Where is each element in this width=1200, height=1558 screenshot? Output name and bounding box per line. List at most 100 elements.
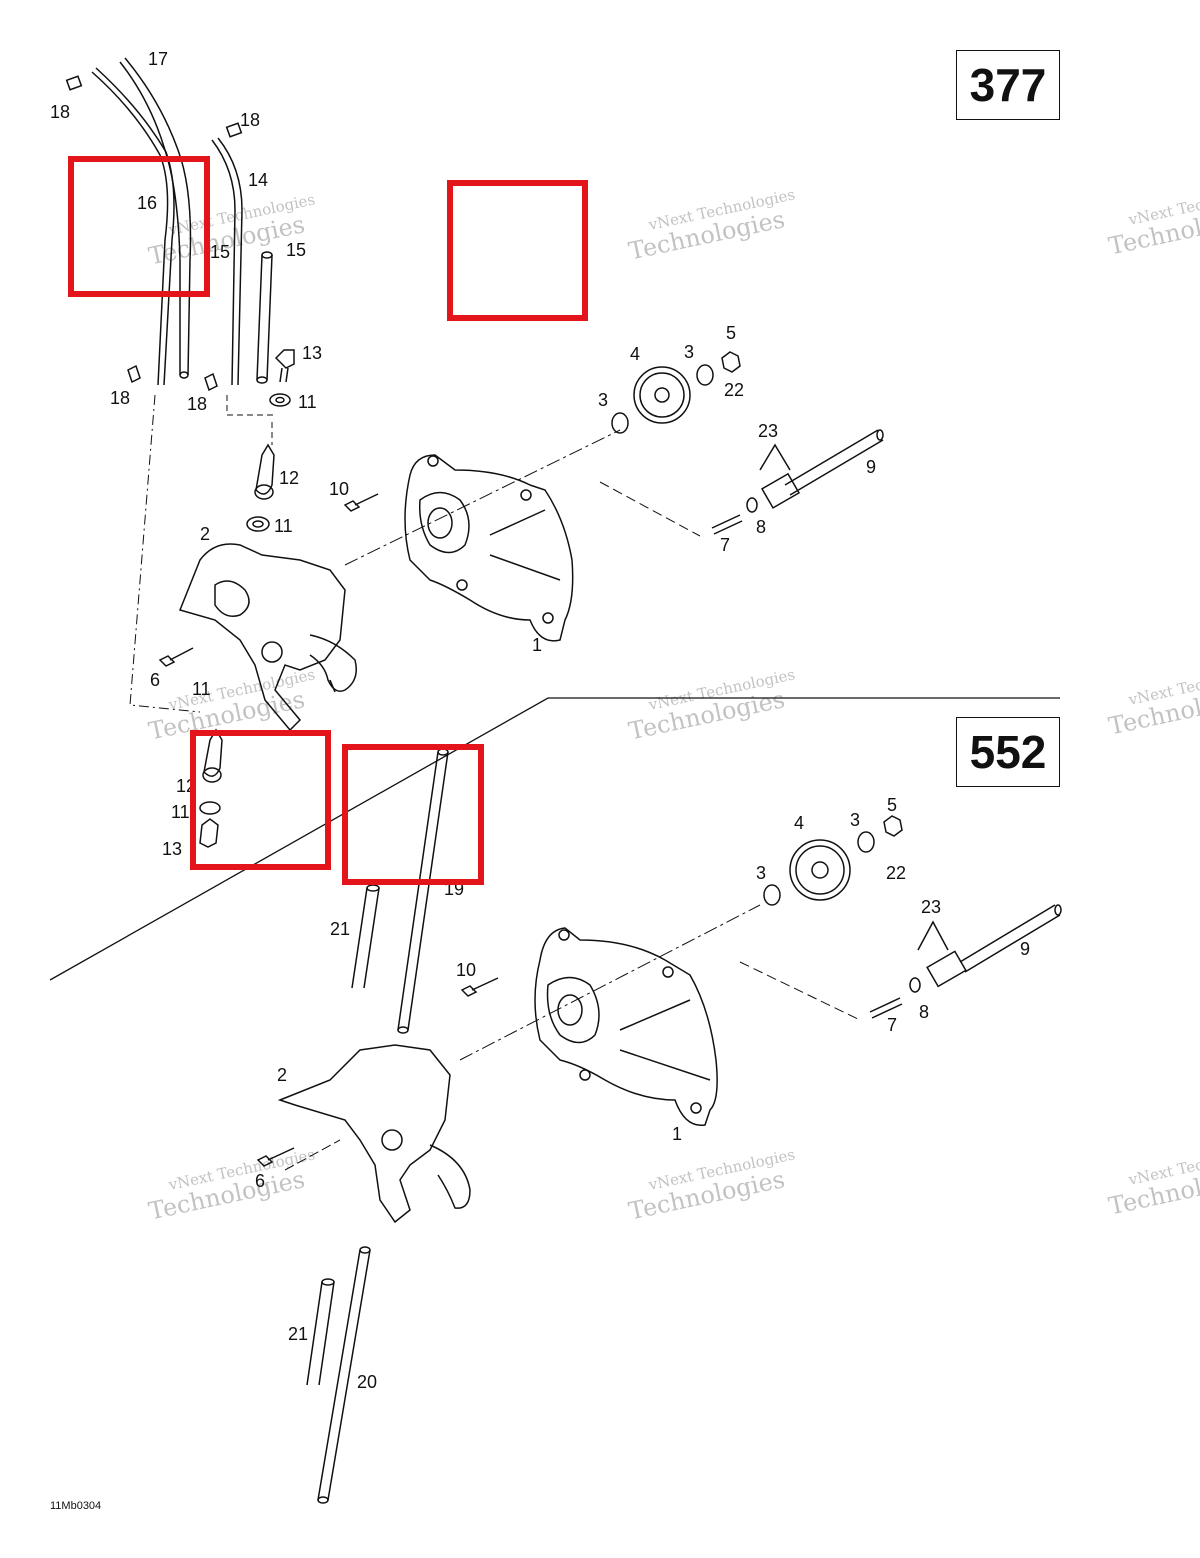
callout: 18 bbox=[50, 102, 70, 122]
callout: 11 bbox=[298, 392, 317, 412]
banjo-12 bbox=[255, 443, 275, 495]
oil-pump-body bbox=[178, 543, 346, 732]
bolt-13 bbox=[274, 349, 295, 383]
callout: 22 bbox=[886, 863, 906, 883]
callout: 16 bbox=[137, 193, 157, 213]
screw-10 bbox=[343, 493, 379, 512]
pinion-gear-bottom bbox=[926, 950, 967, 988]
highlight-box[interactable] bbox=[342, 744, 484, 885]
clamp-18a bbox=[65, 75, 83, 91]
top-callouts: 17 18 18 16 14 15 15 13 18 18 11 12 11 1… bbox=[50, 49, 876, 699]
callout: 15 bbox=[286, 240, 306, 260]
oil-pump-body-bottom bbox=[277, 1044, 451, 1224]
callout: 5 bbox=[887, 795, 897, 815]
washer-3b bbox=[611, 412, 629, 434]
washer-11b bbox=[246, 516, 270, 532]
callout: 22 bbox=[724, 380, 744, 400]
tube-21b bbox=[306, 1281, 335, 1386]
washer-3c bbox=[857, 831, 875, 853]
top-section-drawing bbox=[65, 57, 884, 732]
callout: 7 bbox=[720, 535, 730, 555]
tube-20 bbox=[317, 1249, 371, 1501]
callout: 9 bbox=[866, 457, 876, 477]
callout: 6 bbox=[150, 670, 160, 690]
callout: 8 bbox=[919, 1002, 929, 1022]
model-label-377: 377 bbox=[956, 50, 1060, 120]
callout: 9 bbox=[1020, 939, 1030, 959]
pinion-gear bbox=[760, 472, 801, 509]
callout: 13 bbox=[162, 839, 182, 859]
banjo-12-bottom bbox=[203, 728, 223, 777]
tube-19 bbox=[397, 751, 449, 1031]
model-label-552: 552 bbox=[956, 717, 1060, 787]
washer-11a bbox=[269, 393, 291, 407]
callout: 23 bbox=[921, 897, 941, 917]
callout: 15 bbox=[210, 242, 230, 262]
callout: 12 bbox=[279, 468, 299, 488]
tube-15 bbox=[256, 254, 273, 381]
callout: 4 bbox=[794, 813, 804, 833]
highlight-box[interactable] bbox=[190, 730, 331, 870]
hose-16 bbox=[91, 71, 169, 386]
callout: 3 bbox=[756, 863, 766, 883]
callout: 8 bbox=[756, 517, 766, 537]
callout: 11 bbox=[192, 679, 211, 699]
hose-14 bbox=[211, 139, 236, 386]
screw-6-bottom bbox=[256, 1147, 295, 1167]
clamp-18b bbox=[225, 122, 243, 138]
washer-8-bottom bbox=[909, 977, 921, 993]
callout: 18 bbox=[187, 394, 207, 414]
pump-cover-1 bbox=[404, 454, 574, 642]
bolt-13-bottom bbox=[199, 818, 219, 848]
callout: 10 bbox=[456, 960, 476, 980]
callout: 17 bbox=[148, 49, 168, 69]
nut-5-bottom bbox=[883, 815, 903, 837]
callout: 21 bbox=[288, 1324, 308, 1344]
pin-7-bottom bbox=[869, 997, 903, 1019]
hose-17 bbox=[124, 57, 192, 376]
callout: 7 bbox=[887, 1015, 897, 1035]
callout: 5 bbox=[726, 323, 736, 343]
washer-3d bbox=[763, 884, 781, 906]
callout: 3 bbox=[850, 810, 860, 830]
highlight-box[interactable] bbox=[447, 180, 588, 321]
clamp-18c bbox=[127, 364, 141, 384]
clamp-18d bbox=[204, 372, 218, 392]
callout: 23 bbox=[758, 421, 778, 441]
screw-6 bbox=[158, 647, 194, 667]
callout: 14 bbox=[248, 170, 268, 190]
callout: 20 bbox=[357, 1372, 377, 1392]
bottom-section-drawing bbox=[199, 728, 1062, 1504]
callout: 3 bbox=[598, 390, 608, 410]
callout: 2 bbox=[200, 524, 210, 544]
screw-10-bottom bbox=[460, 977, 499, 997]
drive-shaft-9-bottom bbox=[959, 904, 1061, 973]
drawing-code: 11Mb0304 bbox=[50, 1500, 102, 1512]
gear-4 bbox=[633, 366, 691, 424]
callout: 1 bbox=[672, 1124, 682, 1144]
section-divider-line bbox=[49, 697, 1060, 981]
callout: 11 bbox=[171, 802, 190, 822]
drive-shaft-9 bbox=[784, 429, 884, 496]
pin-7 bbox=[711, 514, 743, 535]
callout: 18 bbox=[110, 388, 130, 408]
washer-3a bbox=[696, 364, 714, 386]
tube-21a bbox=[351, 887, 380, 989]
nut-5 bbox=[721, 351, 741, 373]
callout: 3 bbox=[684, 342, 694, 362]
callout: 11 bbox=[274, 516, 293, 536]
callout: 1 bbox=[532, 635, 542, 655]
gear-4-bottom bbox=[789, 839, 851, 901]
washer-11-bottom bbox=[199, 801, 221, 815]
washer-8 bbox=[746, 497, 758, 513]
pump-cover-1-bottom bbox=[534, 927, 718, 1127]
highlight-box[interactable] bbox=[68, 156, 210, 297]
callout: 18 bbox=[240, 110, 260, 130]
callout: 6 bbox=[255, 1171, 265, 1191]
callout: 13 bbox=[302, 343, 322, 363]
callout: 21 bbox=[330, 919, 350, 939]
callout: 2 bbox=[277, 1065, 287, 1085]
callout: 4 bbox=[630, 344, 640, 364]
callout: 10 bbox=[329, 479, 349, 499]
